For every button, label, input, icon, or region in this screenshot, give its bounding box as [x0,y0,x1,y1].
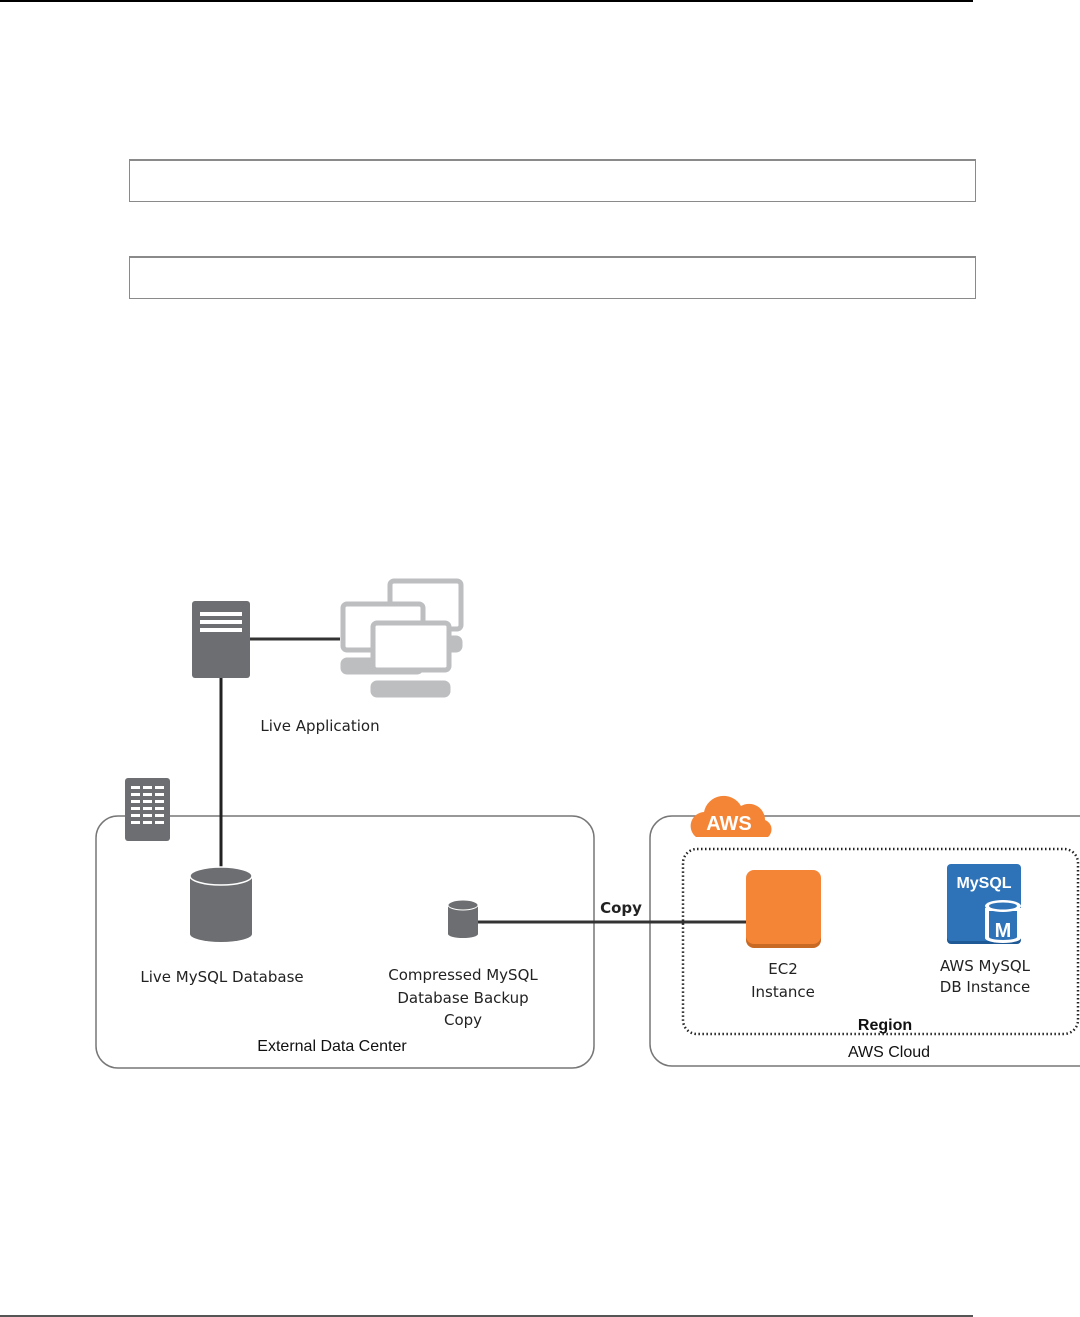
client-computers-icon [340,578,464,698]
rds-label-line1: AWS MySQL [940,957,1031,975]
live-db-label: Live MySQL Database [140,968,303,986]
data-center-building-icon [125,778,170,841]
server-icon [192,601,250,678]
backup-label-line2: Database Backup [397,989,528,1007]
external-data-center-container [95,815,595,1069]
ec2-label-line1: EC2 [768,960,798,978]
ec2-instance-icon [746,870,821,948]
mysql-icon-letter: M [995,920,1012,942]
backup-label-line1: Compressed MySQL [388,966,538,984]
ec2-label-line2: Instance [751,983,815,1001]
architecture-diagram: Live Application Live MySQL Database Com… [95,578,1080,1069]
aws-cloud-icon: AWS [690,795,772,837]
top-rule [0,0,973,2]
backup-label-line3: Copy [444,1011,482,1029]
aws-cloud-container [649,815,1080,1067]
external-data-center-label: External Data Center [257,1038,407,1055]
mysql-icon-text: MySQL [956,875,1011,892]
region-label: Region [858,1017,912,1034]
mysql-rds-icon: MySQL M [947,864,1021,944]
code-block-2 [129,256,976,299]
code-block-1 [129,159,976,202]
live-application-label: Live Application [260,717,379,735]
aws-cloud-label: AWS Cloud [848,1044,930,1061]
live-database-icon [189,866,253,942]
bottom-rule [0,1315,973,1317]
copy-label: Copy [600,899,642,917]
rds-label-line2: DB Instance [940,978,1030,996]
backup-database-icon [447,899,479,938]
aws-badge-text: AWS [706,813,752,835]
